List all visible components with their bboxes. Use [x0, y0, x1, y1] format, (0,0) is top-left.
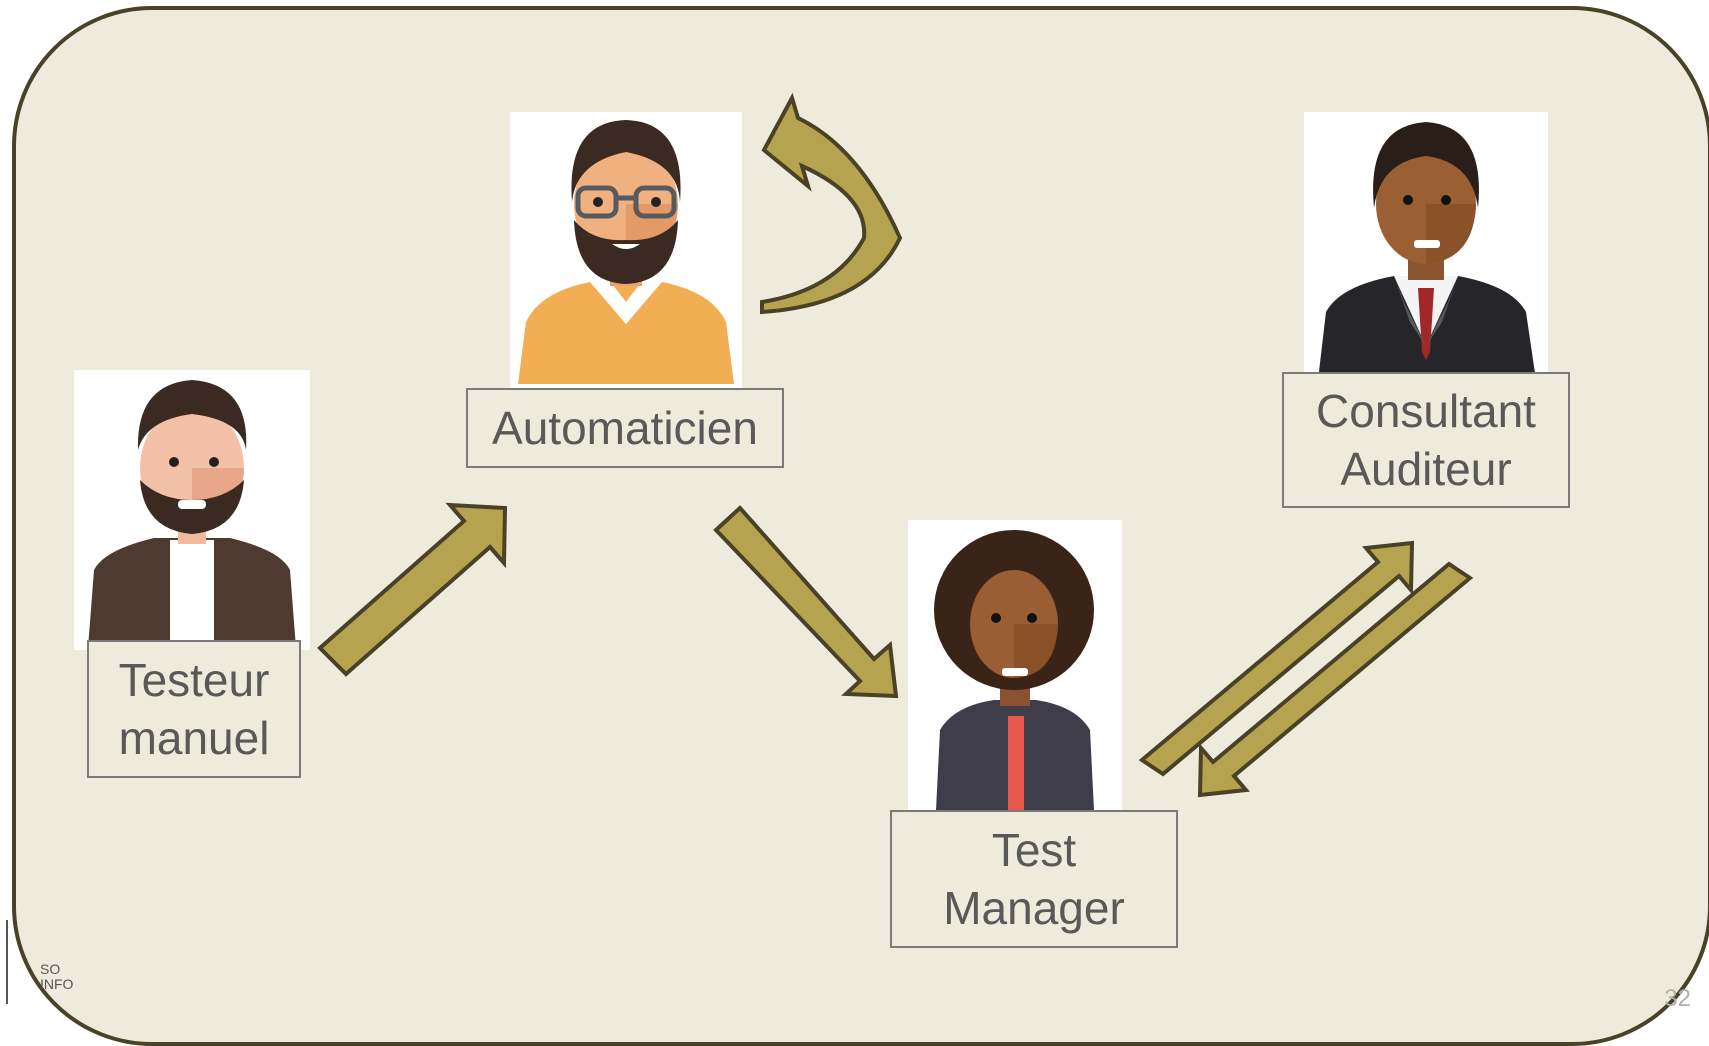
arrow-consultant-to-manager: [1197, 561, 1474, 798]
test-manager-line1: Test: [991, 824, 1077, 876]
test-manager-label: Test Manager: [890, 810, 1178, 948]
consultant-line1: Consultant: [1316, 385, 1536, 437]
consultant-line2: Auditeur: [1340, 443, 1512, 495]
page-number: 32: [1664, 985, 1691, 1012]
arrows-layer: [317, 92, 1474, 798]
arrow-manager-to-consultant: [1138, 540, 1415, 777]
manual-tester-line2: manuel: [118, 712, 270, 764]
arrow-tester-to-automation: [317, 502, 508, 677]
automation-line1: Automaticien: [492, 402, 758, 454]
arrow-automation-to-manager: [713, 505, 899, 699]
footer-divider: [6, 920, 8, 1004]
automation-label: Automaticien: [466, 388, 784, 468]
footer-logo-line1: SO: [40, 961, 61, 977]
footer-logo-line2: INFO: [40, 976, 74, 992]
test-manager-avatar: [934, 530, 1094, 810]
footer-logo: SO INFO: [40, 962, 73, 992]
manual-tester-avatar: [88, 380, 296, 648]
manual-tester-label: Testeur manuel: [87, 640, 301, 778]
consultant-avatar: [1318, 122, 1536, 380]
manual-tester-line1: Testeur: [118, 654, 270, 706]
arrow-self-loop: [760, 92, 903, 315]
test-manager-line2: Manager: [943, 882, 1125, 934]
consultant-label: Consultant Auditeur: [1282, 372, 1570, 508]
automation-engineer-avatar: [518, 120, 734, 384]
